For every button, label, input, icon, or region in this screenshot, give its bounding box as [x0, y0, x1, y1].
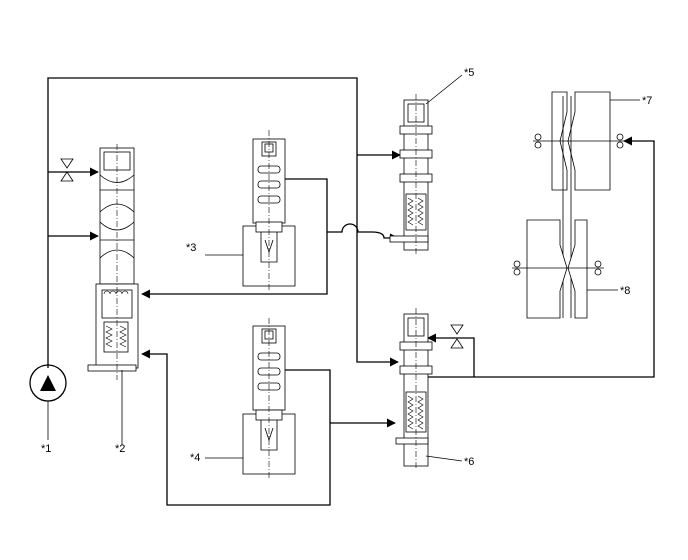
callout-pulley-upper: *7: [642, 95, 652, 107]
callout-regulator-valve: *2: [115, 443, 125, 455]
supply-to-valve6: [356, 155, 399, 367]
drain-icon-left: [60, 158, 74, 182]
solenoid-icon-lower: [205, 318, 296, 478]
pump-icon: [29, 364, 67, 402]
regulator-valve-icon: [87, 144, 139, 445]
solenoid3-line: [141, 178, 328, 299]
pulley-icon-lower: [512, 219, 618, 319]
belt: [562, 96, 572, 318]
valve-icon-lower: [395, 308, 463, 470]
valve6-drain-line: [427, 333, 475, 377]
callout-pump: *1: [41, 443, 51, 455]
valve6-to-pulley-line: [428, 136, 655, 378]
callout-solenoid-upper: *3: [186, 242, 196, 254]
solenoid4-line: [141, 349, 331, 506]
callout-pulley-lower: *8: [620, 285, 630, 297]
callout-valve-upper: *5: [464, 67, 474, 79]
callout-valve-lower: *6: [464, 456, 474, 468]
solenoid3-to-valve5: [327, 223, 399, 243]
pulley-icon-upper: [533, 91, 640, 191]
main-supply-line: [47, 77, 358, 368]
drain-icon-right: [450, 324, 464, 349]
oil-lines: [47, 77, 655, 506]
solenoid-icon-upper: [205, 130, 296, 290]
valve-icon-upper: [389, 74, 463, 256]
callout-solenoid-lower: *4: [190, 452, 200, 464]
